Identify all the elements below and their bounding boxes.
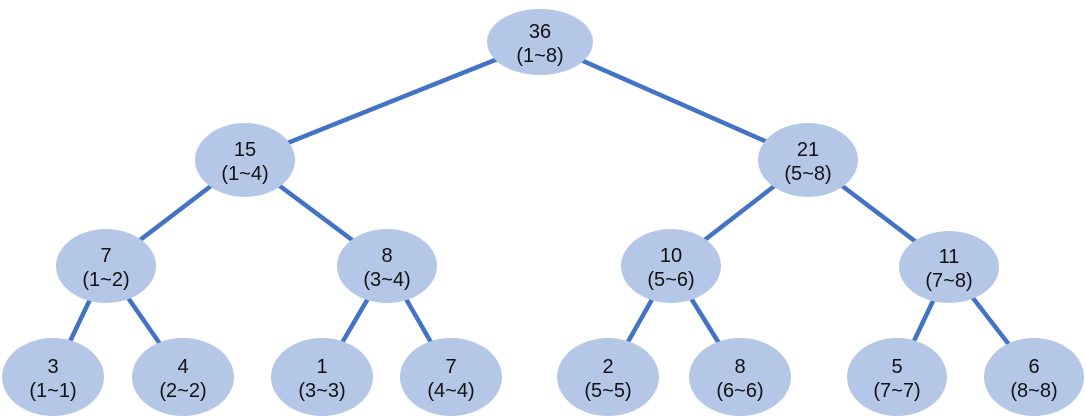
node-value-label: 7: [445, 356, 456, 378]
node-range-label: (7~7): [873, 380, 920, 402]
tree-node-n9: 4(2~2): [132, 338, 234, 416]
node-range-label: (6~6): [716, 380, 763, 402]
node-range-label: (1~4): [221, 163, 268, 185]
node-value-label: 8: [381, 245, 392, 267]
node-value-label: 5: [891, 356, 902, 378]
tree-node-n13: 8(6~6): [689, 338, 791, 416]
node-ellipse: [487, 9, 593, 75]
tree-edge-n1-n3: [539, 39, 809, 163]
node-ellipse: [195, 123, 295, 197]
tree-node-n4: 7(1~2): [56, 229, 156, 303]
node-range-label: (4~4): [427, 380, 474, 402]
node-value-label: 4: [177, 356, 188, 378]
node-value-label: 10: [660, 245, 682, 267]
node-range-label: (3~4): [363, 269, 410, 291]
node-ellipse: [899, 231, 999, 303]
tree-node-n11: 7(4~4): [400, 338, 502, 416]
node-range-label: (7~8): [925, 270, 972, 292]
tree-edge-n1-n2: [244, 39, 541, 163]
node-range-label: (1~2): [82, 269, 129, 291]
node-value-label: 6: [1028, 356, 1039, 378]
node-range-label: (1~1): [29, 380, 76, 402]
node-ellipse: [2, 338, 104, 416]
tree-node-n12: 2(5~5): [557, 338, 659, 416]
node-ellipse: [984, 338, 1084, 416]
tree-node-n3: 21(5~8): [758, 123, 858, 197]
node-ellipse: [621, 229, 721, 303]
node-value-label: 36: [529, 21, 551, 43]
node-ellipse: [271, 338, 373, 416]
node-ellipse: [689, 338, 791, 416]
tree-node-n2: 15(1~4): [195, 123, 295, 197]
tree-node-n8: 3(1~1): [2, 338, 104, 416]
node-range-label: (1~8): [516, 45, 563, 67]
node-value-label: 1: [316, 356, 327, 378]
node-value-label: 7: [100, 245, 111, 267]
node-ellipse: [56, 229, 156, 303]
node-value-label: 8: [734, 356, 745, 378]
tree-nodes-layer: 36(1~8)15(1~4)21(5~8)7(1~2)8(3~4)10(5~6)…: [2, 9, 1084, 416]
node-ellipse: [557, 338, 659, 416]
node-value-label: 15: [234, 139, 256, 161]
node-ellipse: [400, 338, 502, 416]
tree-node-n14: 5(7~7): [847, 338, 947, 416]
node-range-label: (5~6): [647, 269, 694, 291]
tree-edges-layer: [50, 39, 1036, 379]
node-range-label: (5~8): [784, 163, 831, 185]
node-ellipse: [758, 123, 858, 197]
node-range-label: (8~8): [1010, 380, 1057, 402]
node-range-label: (2~2): [159, 380, 206, 402]
tree-node-n10: 1(3~3): [271, 338, 373, 416]
tree-node-n5: 8(3~4): [337, 229, 437, 303]
node-ellipse: [132, 338, 234, 416]
tree-node-n6: 10(5~6): [621, 229, 721, 303]
node-value-label: 2: [602, 356, 613, 378]
node-value-label: 3: [47, 356, 58, 378]
node-value-label: 11: [939, 246, 960, 268]
tree-node-n1: 36(1~8): [487, 9, 593, 75]
node-ellipse: [337, 229, 437, 303]
node-range-label: (3~3): [298, 380, 345, 402]
node-range-label: (5~5): [584, 380, 631, 402]
tree-node-n7: 11(7~8): [899, 231, 999, 303]
tree-node-n15: 6(8~8): [984, 338, 1084, 416]
node-value-label: 21: [797, 139, 819, 161]
node-ellipse: [847, 338, 947, 416]
